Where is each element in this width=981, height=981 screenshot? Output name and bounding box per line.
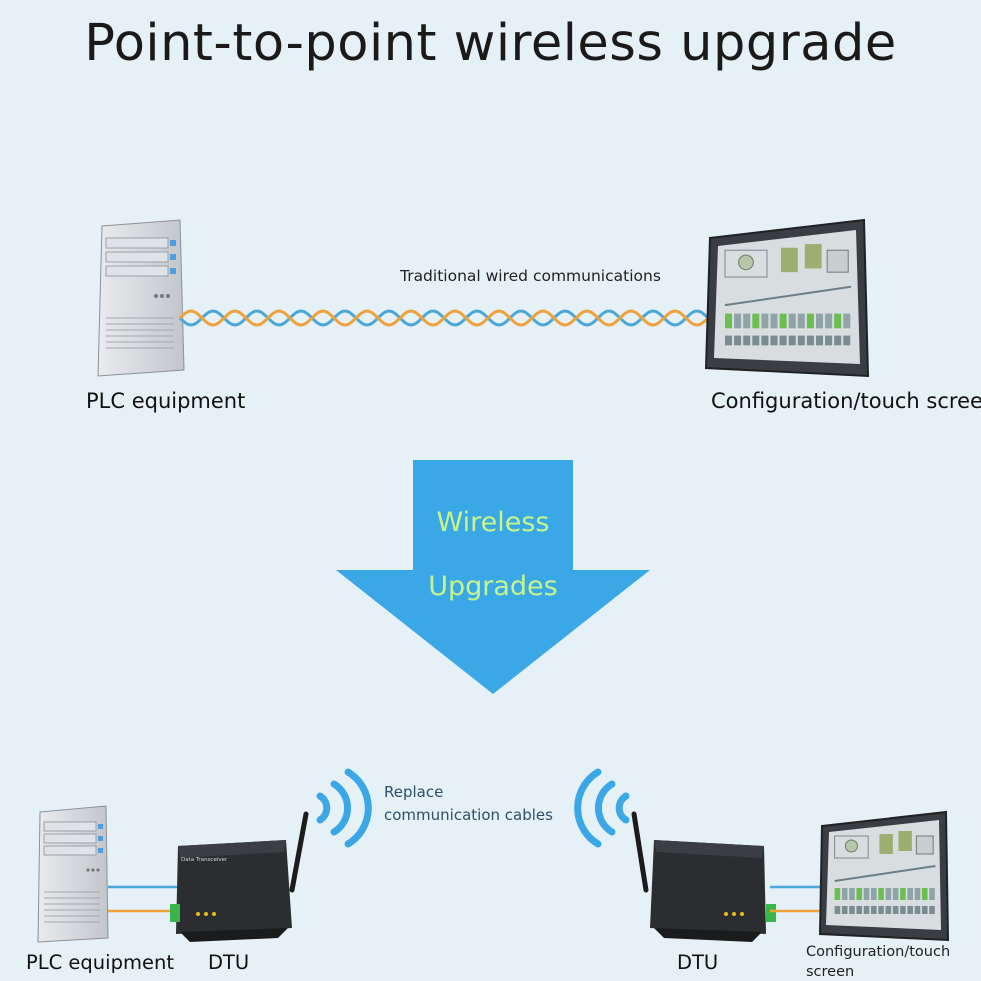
touch-screen-label: Configuration/touch screen	[711, 389, 981, 413]
plc-equipment-label: PLC equipment	[86, 389, 246, 413]
cables-left	[108, 885, 180, 913]
wifi-waves-right-icon	[574, 768, 630, 848]
wifi-waves-left-icon	[316, 768, 372, 848]
touch-screen-icon	[704, 218, 870, 378]
page-title: Point-to-point wireless upgrade	[84, 14, 897, 73]
arrow-text-upgrades: Upgrades	[428, 571, 558, 602]
touch-screen-label-line2: screen	[806, 964, 855, 980]
wired-communications-label: Traditional wired communications	[400, 267, 661, 285]
communication-cables-label: communication cables	[384, 806, 553, 824]
dtu-left-icon	[170, 811, 309, 942]
touch-screen-label-line1: Configuration/touch	[806, 944, 951, 960]
plc-equipment-label-bottom: PLC equipment	[26, 951, 174, 974]
dtu-right-icon	[631, 811, 776, 942]
plc-server-icon	[97, 219, 185, 377]
plc-server-icon-small	[37, 805, 109, 943]
replace-label: Replace	[384, 783, 444, 801]
cables-right	[770, 885, 826, 913]
down-arrow-icon	[336, 460, 650, 694]
dtu-left-label: DTU	[208, 951, 250, 974]
dtu-left-face-text: Data Transceiver	[181, 857, 228, 863]
wired-cable	[178, 309, 715, 327]
touch-screen-icon-small	[818, 810, 950, 942]
arrow-text-wireless: Wireless	[436, 507, 550, 538]
dtu-right-label: DTU	[677, 951, 719, 974]
